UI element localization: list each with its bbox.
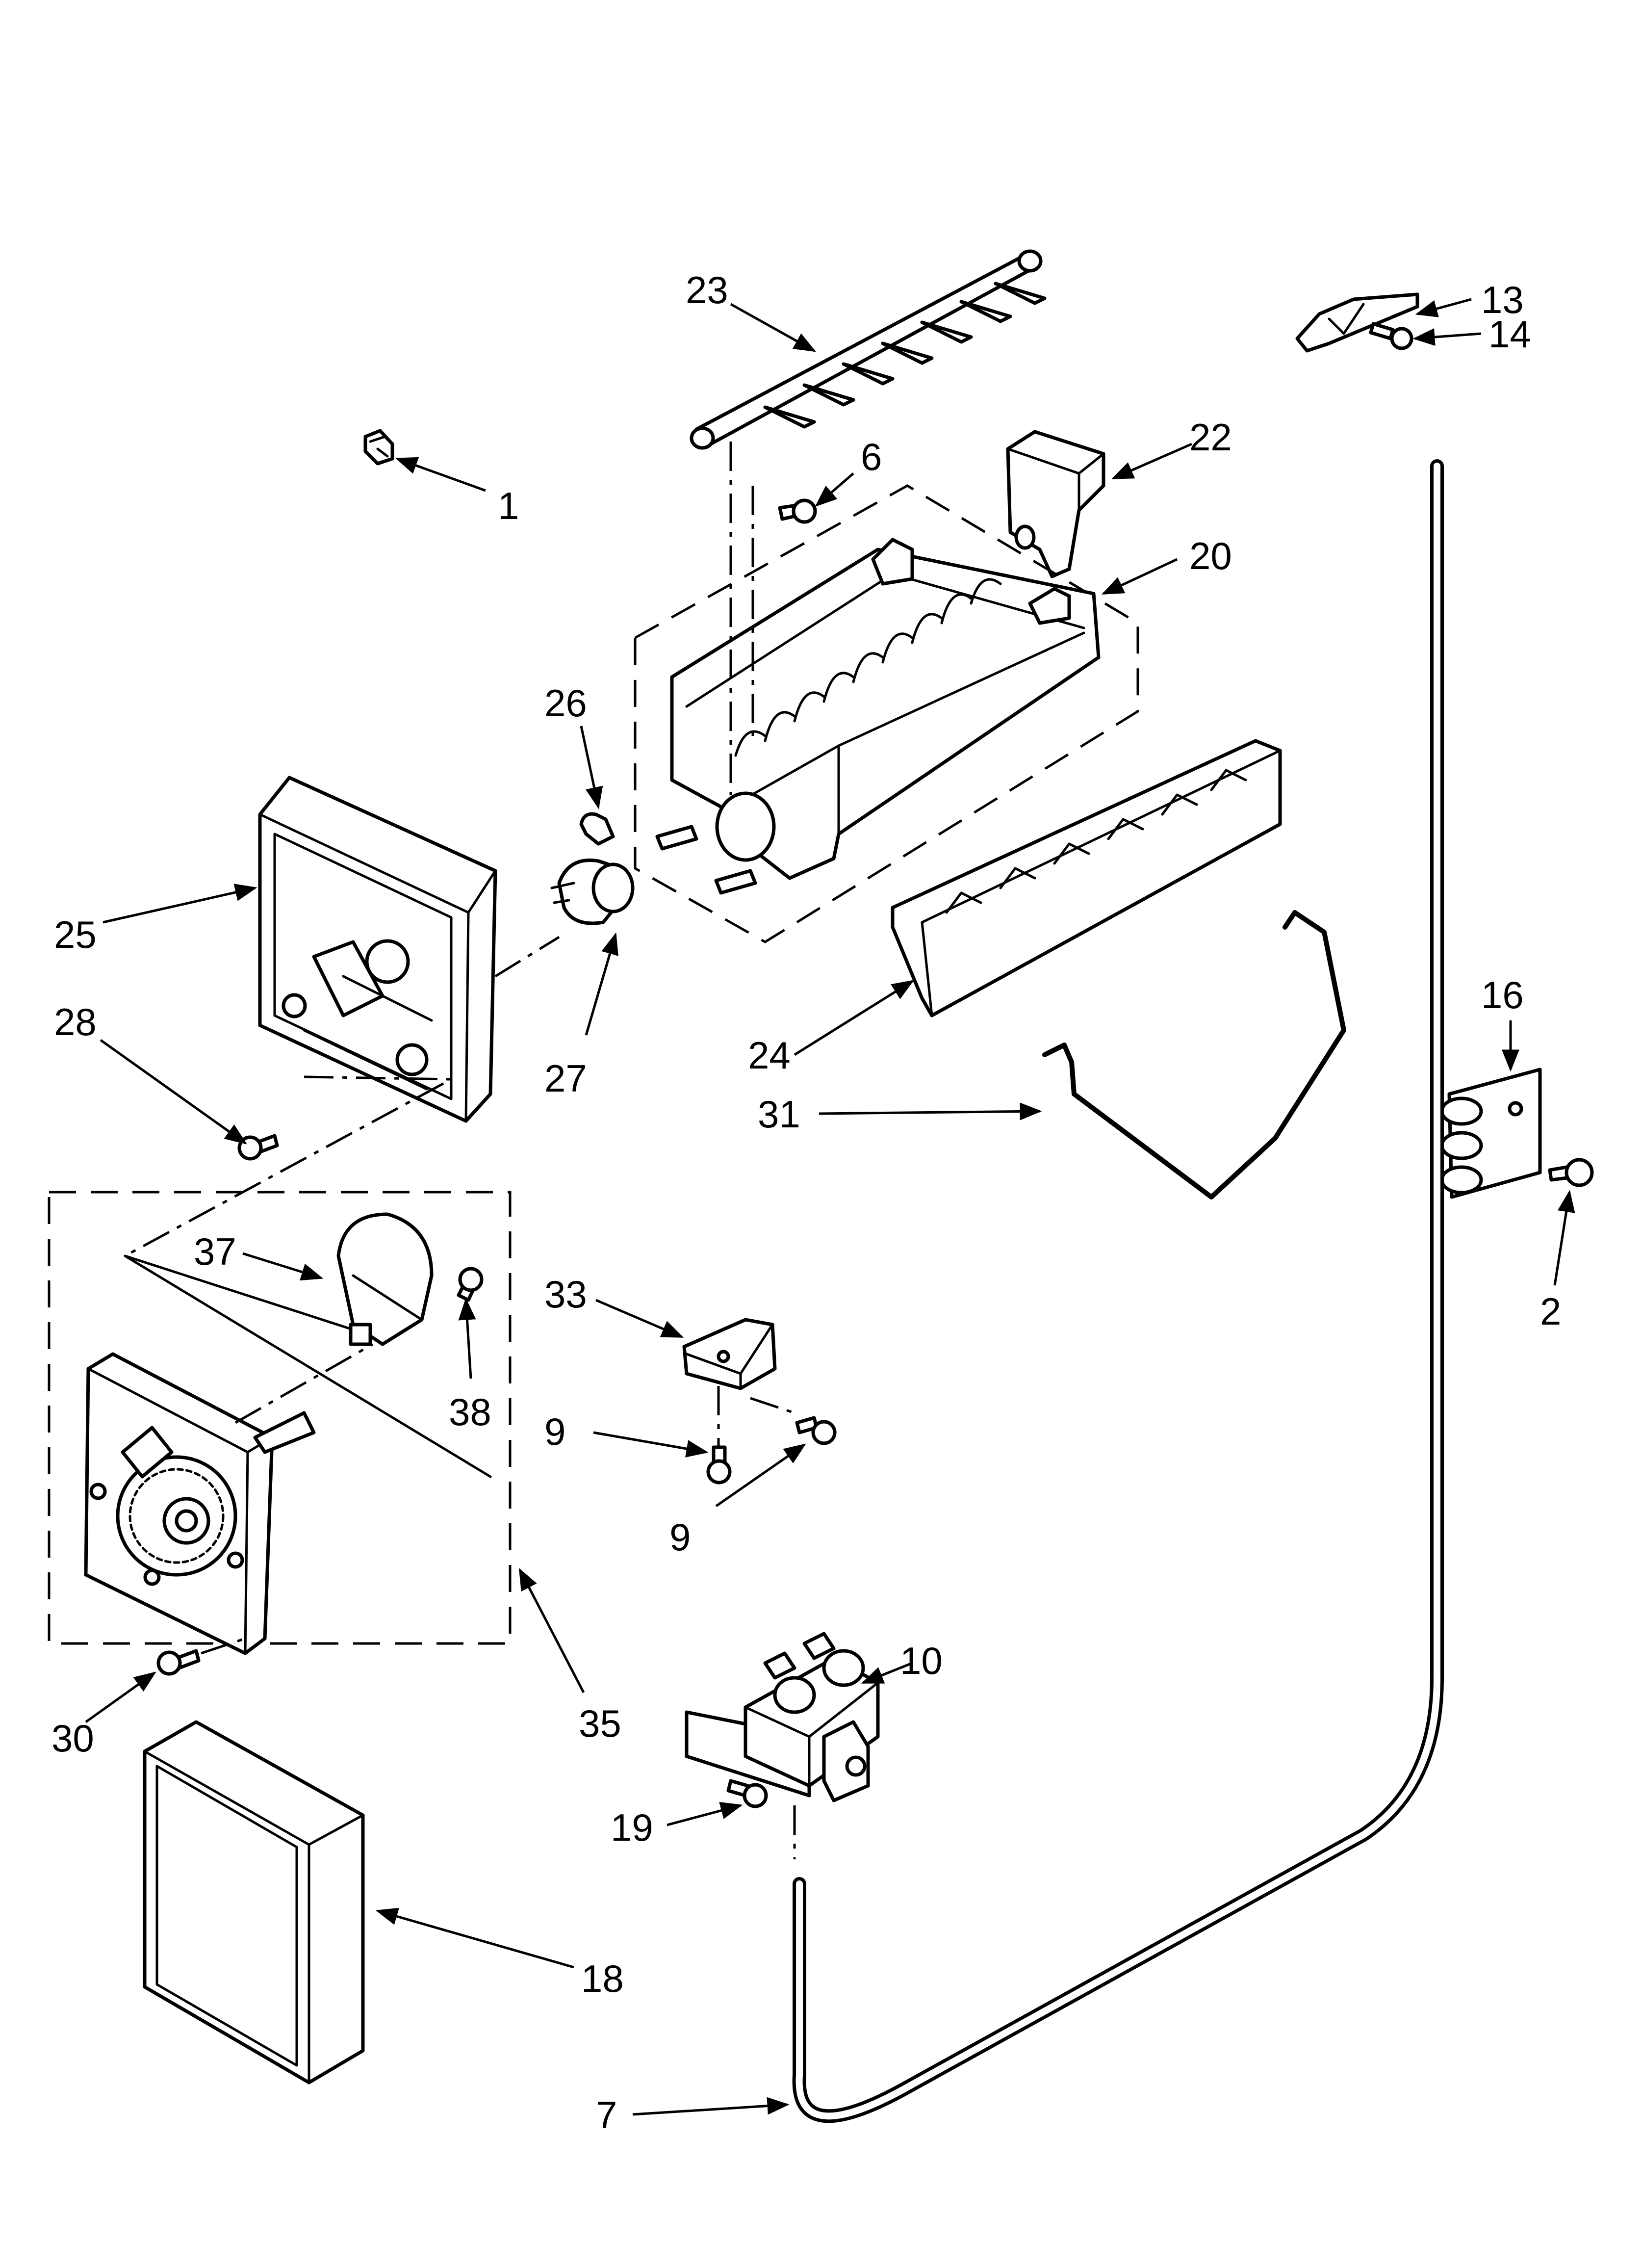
part-1-clip	[363, 429, 394, 466]
part-33-cover	[682, 1318, 777, 1390]
leader-25-to-27	[494, 936, 560, 978]
callout-35: 35	[579, 1702, 621, 1745]
callout-33: 33	[544, 1273, 587, 1316]
part-28-screw	[237, 1134, 279, 1161]
part-14-screw	[1369, 322, 1413, 350]
part-38-screw	[457, 1267, 484, 1302]
part-19-screw	[726, 1779, 768, 1808]
callout-14: 14	[1488, 313, 1531, 356]
callout-31: 31	[758, 1093, 800, 1136]
part-26-clip	[579, 812, 615, 846]
part-31-bail-arm	[1042, 910, 1346, 1199]
callout-6: 6	[861, 435, 882, 478]
callout-10: 10	[900, 1639, 943, 1682]
callout-9-b: 9	[669, 1515, 691, 1559]
part-35-kit-boundary	[48, 1191, 512, 1645]
part-6-screw	[778, 498, 817, 524]
part-2-screw	[1548, 1158, 1594, 1187]
callout-18: 18	[581, 1957, 624, 2000]
part-35-module	[84, 1352, 316, 1655]
callout-28: 28	[54, 1000, 97, 1043]
callout-9-a: 9	[544, 1410, 565, 1453]
callout-26: 26	[544, 681, 587, 725]
part-25-control-housing	[258, 776, 497, 1123]
part-20-ice-mold	[634, 484, 1139, 943]
part-9-screw-a	[706, 1386, 732, 1485]
part-30-screw	[156, 1649, 201, 1676]
part-16-clamp	[1440, 1068, 1542, 1199]
part-18-panel	[143, 1720, 365, 2085]
part-23-ejector	[690, 249, 1047, 450]
callout-27: 27	[544, 1057, 587, 1100]
part-24-stripper	[891, 739, 1282, 1017]
callout-37: 37	[194, 1230, 236, 1273]
callout-labels: 1 2 6 7 9 9 10 13 14 16 18 19 20 22 23 2…	[51, 268, 1561, 2137]
callout-30: 30	[51, 1717, 94, 1760]
leader-arrows	[85, 298, 1575, 2116]
part-37-motor	[336, 1212, 434, 1346]
leader-30-to-module	[201, 1637, 246, 1655]
callout-19: 19	[611, 1806, 653, 1849]
callout-2: 2	[1540, 1290, 1561, 1333]
callout-38: 38	[449, 1390, 491, 1434]
part-22-fill-cup	[1006, 430, 1105, 578]
leader-37-to-module	[234, 1343, 374, 1424]
callout-7: 7	[596, 2093, 617, 2137]
part-35-kit-outline	[124, 1254, 492, 1478]
callout-1: 1	[498, 484, 519, 527]
callout-16: 16	[1481, 973, 1524, 1017]
part-27-thermostat	[550, 859, 635, 925]
part-9-screw-b	[750, 1397, 837, 1445]
callout-25: 25	[54, 913, 97, 956]
part-7-water-tube	[792, 459, 1444, 2123]
callout-22: 22	[1189, 416, 1232, 459]
part-10-water-valve	[685, 1632, 880, 1802]
callout-24: 24	[748, 1034, 791, 1077]
callout-23: 23	[686, 268, 728, 312]
callout-13: 13	[1481, 278, 1524, 321]
callout-20: 20	[1189, 534, 1232, 577]
